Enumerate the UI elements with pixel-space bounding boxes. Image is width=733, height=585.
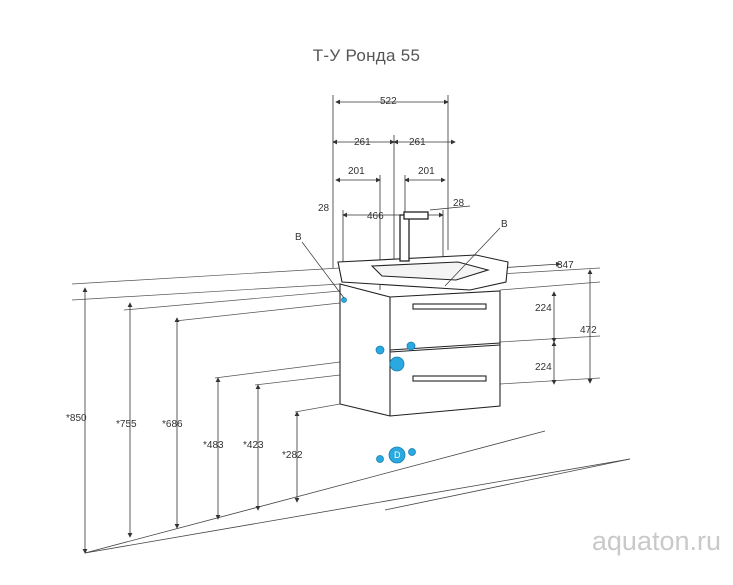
wall-lines [71,267,601,413]
dim-850: *850 [66,413,87,424]
dim-347: 347 [557,260,574,271]
marker-b-left [341,297,347,303]
dim-282: *282 [282,450,303,461]
connection-markers [341,297,416,464]
dim-472: 472 [580,325,597,336]
faucet [399,211,429,262]
d-marker-label: D [394,450,401,460]
b-leaders [301,227,501,299]
dim-224-top: 224 [535,303,552,314]
dim-261-right: 261 [409,137,426,148]
washbasin [337,254,509,291]
dim-483: *483 [203,440,224,451]
dim-755: *755 [116,419,137,430]
dim-466: 466 [367,211,384,222]
dim-224-bottom: 224 [535,362,552,373]
dim-423: *423 [243,440,264,451]
label-b-right: B [501,219,508,230]
marker-floor-d [388,446,406,464]
dim-201-left: 201 [348,166,365,177]
floor-lines [84,430,631,554]
marker-right-small [406,341,416,351]
width-dimension-lines [332,95,561,290]
marker-center-large [389,356,405,372]
dim-28-left: 28 [318,203,330,214]
height-dimension-lines [82,269,593,554]
dim-28-right: 28 [453,198,465,209]
marker-left-side [375,345,385,355]
marker-floor-left [376,455,384,463]
dim-686: *686 [162,419,183,430]
watermark: aquaton.ru [591,526,721,556]
drawing-title: Т-У Ронда 55 [312,46,421,65]
dim-261-left: 261 [354,137,371,148]
dim-522: 522 [380,96,397,107]
dim-201-right: 201 [418,166,435,177]
marker-floor-right [408,448,416,456]
cabinet [339,283,501,417]
label-b-left: B [295,232,302,243]
